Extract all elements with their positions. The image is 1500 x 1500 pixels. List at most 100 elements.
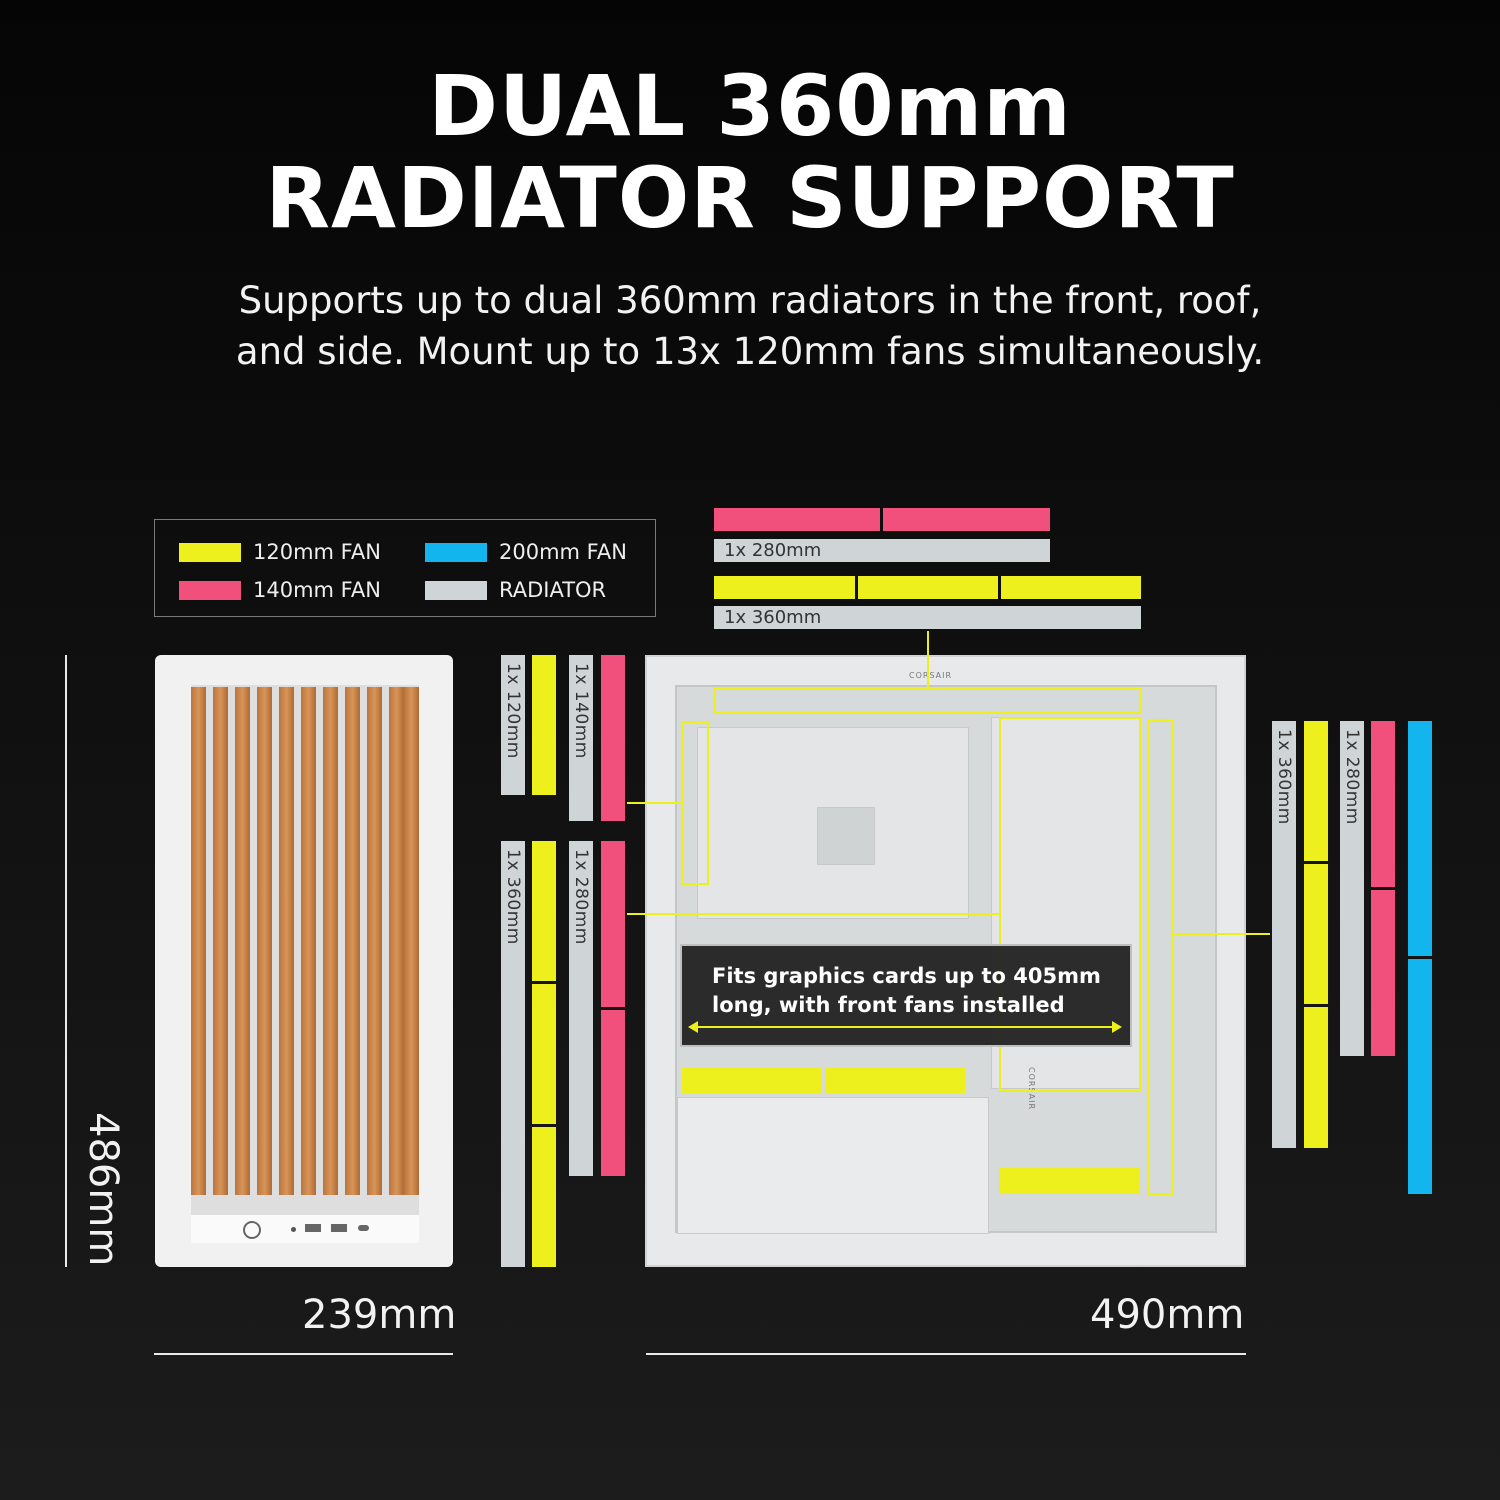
case-brand-label: CORSAIR — [909, 671, 953, 680]
top-connector-line — [927, 631, 929, 687]
top-120mm-fan-2 — [858, 576, 998, 599]
front-360mm-radiator: 1x 360mm — [1272, 721, 1296, 1148]
gpu-note-line-1: Fits graphics cards up to 405mm — [712, 964, 1101, 988]
wood-slat — [235, 687, 250, 1195]
case-front-panel — [155, 655, 453, 1267]
gpu-clearance-callout: Fits graphics cards up to 405mm long, wi… — [680, 944, 1132, 1047]
legend-swatch-yellow — [179, 542, 241, 562]
side-140mm-fan-1 — [601, 841, 625, 1007]
wood-slat — [301, 687, 316, 1195]
side-120mm-fan-3 — [532, 1127, 556, 1267]
side-360mm-radiator: 1x 360mm — [501, 841, 525, 1267]
rear-fan-highlight — [681, 721, 709, 885]
height-dimension-line — [65, 655, 67, 1267]
page-title: DUAL 360mm RADIATOR SUPPORT — [0, 60, 1500, 244]
power-button-icon — [243, 1221, 261, 1239]
front-200mm-fan-2 — [1408, 959, 1432, 1194]
usb-port-icon — [331, 1224, 347, 1232]
legend-label: 120mm FAN — [253, 540, 381, 564]
bottom-120mm-fan-1 — [682, 1068, 822, 1093]
legend-swatch-pink — [179, 580, 241, 600]
side-140mm-fan-2 — [601, 1010, 625, 1176]
front-mount-highlight — [1147, 719, 1173, 1195]
top-radiator-highlight — [714, 687, 1141, 714]
subtitle-line-2: and side. Mount up to 13x 120mm fans sim… — [235, 330, 1265, 373]
legend-label: 140mm FAN — [253, 578, 381, 602]
wood-slat — [345, 687, 360, 1195]
front-120mm-fan-3 — [1304, 1007, 1328, 1148]
color-legend: 120mm FAN 140mm FAN 200mm FAN RADIATOR — [154, 519, 656, 617]
arrow-right-icon — [1112, 1021, 1122, 1033]
bottom-120mm-fan-2 — [825, 1068, 965, 1093]
wood-slat — [367, 687, 382, 1195]
side-280mm-label: 1x 280mm — [571, 849, 591, 945]
top-360mm-label: 1x 360mm — [724, 607, 822, 628]
front-200mm-fan-1 — [1408, 721, 1432, 956]
title-line-2: RADIATOR SUPPORT — [265, 149, 1235, 247]
audio-jack-icon — [291, 1227, 296, 1232]
usb-port-icon — [305, 1224, 321, 1232]
rear-120mm-radiator: 1x 120mm — [501, 655, 525, 795]
top-140mm-fan-2 — [883, 508, 1050, 531]
rear-120mm-fan — [532, 655, 556, 795]
side-120mm-fan-1 — [532, 841, 556, 981]
gpu-clearance-text: Fits graphics cards up to 405mm long, wi… — [712, 962, 1101, 1020]
legend-swatch-gray — [425, 580, 487, 600]
usb-c-port-icon — [358, 1225, 369, 1231]
psu-shroud — [677, 1097, 989, 1234]
arrow-left-icon — [688, 1021, 698, 1033]
top-140mm-fan-1 — [714, 508, 880, 531]
top-120mm-fan-1 — [714, 576, 855, 599]
wood-slat — [404, 687, 419, 1195]
wood-slat — [213, 687, 228, 1195]
legend-swatch-blue — [425, 542, 487, 562]
side-280mm-radiator: 1x 280mm — [569, 841, 593, 1176]
wood-slat — [191, 687, 206, 1195]
front-io-panel — [191, 1215, 419, 1243]
rear-120mm-label: 1x 120mm — [503, 663, 523, 759]
wood-slat — [323, 687, 338, 1195]
legend-200mm-fan: 200mm FAN — [425, 540, 627, 564]
front-140mm-fan-2 — [1371, 890, 1395, 1056]
top-280mm-radiator: 1x 280mm — [714, 539, 1050, 562]
legend-label: 200mm FAN — [499, 540, 627, 564]
side-brand-label: CORSAIR — [1027, 1067, 1036, 1111]
wood-slat — [279, 687, 294, 1195]
side-120mm-fan-2 — [532, 984, 556, 1124]
rear-140mm-radiator: 1x 140mm — [569, 655, 593, 821]
front-360mm-label: 1x 360mm — [1274, 729, 1294, 825]
cpu-socket-cover — [817, 807, 875, 865]
subtitle-line-1: Supports up to dual 360mm radiators in t… — [238, 279, 1262, 322]
side-connector-line — [627, 913, 999, 915]
front-120mm-fan-2 — [1304, 864, 1328, 1004]
front-280mm-radiator: 1x 280mm — [1340, 721, 1364, 1056]
depth-dimension-line — [646, 1353, 1246, 1355]
gpu-note-line-2: long, with front fans installed — [712, 993, 1065, 1017]
wood-slat — [389, 687, 404, 1195]
legend-140mm-fan: 140mm FAN — [179, 578, 381, 602]
legend-label: RADIATOR — [499, 578, 607, 602]
front-connector-line — [1173, 933, 1270, 935]
side-mount-highlight — [999, 717, 1141, 1092]
legend-radiator: RADIATOR — [425, 578, 606, 602]
top-280mm-label: 1x 280mm — [724, 540, 822, 561]
width-dimension-line — [154, 1353, 453, 1355]
rear-connector-line — [627, 802, 681, 804]
front-120mm-fan-1 — [1304, 721, 1328, 861]
top-360mm-radiator: 1x 360mm — [714, 606, 1141, 629]
gpu-length-arrow — [694, 1026, 1118, 1028]
psu-side-120mm-fan — [999, 1168, 1140, 1194]
width-dimension-label: 239mm — [302, 1292, 457, 1338]
front-280mm-label: 1x 280mm — [1342, 729, 1362, 825]
height-dimension-label: 486mm — [80, 1112, 126, 1267]
rear-140mm-label: 1x 140mm — [571, 663, 591, 759]
legend-120mm-fan: 120mm FAN — [179, 540, 381, 564]
title-line-1: DUAL 360mm — [428, 57, 1072, 155]
page-subtitle: Supports up to dual 360mm radiators in t… — [0, 275, 1500, 377]
rear-140mm-fan — [601, 655, 625, 821]
side-360mm-label: 1x 360mm — [503, 849, 523, 945]
front-140mm-fan-1 — [1371, 721, 1395, 887]
top-120mm-fan-3 — [1001, 576, 1141, 599]
wood-slat — [257, 687, 272, 1195]
depth-dimension-label: 490mm — [1090, 1292, 1245, 1338]
